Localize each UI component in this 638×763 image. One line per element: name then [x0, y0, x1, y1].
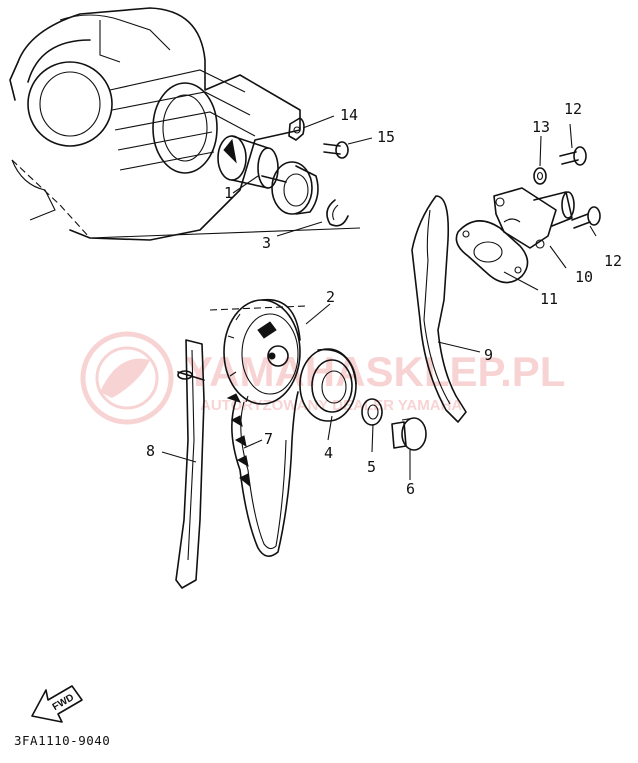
cylinder-head	[9, 7, 301, 241]
cam-sprocket	[223, 298, 301, 405]
callout-3: 3	[262, 234, 271, 252]
bolt-12-top	[559, 146, 587, 166]
chain-guide	[175, 339, 205, 589]
circlip	[326, 199, 349, 227]
camshaft	[217, 135, 319, 215]
washer	[361, 398, 383, 426]
callout-7: 7	[264, 430, 273, 448]
bracket	[288, 117, 305, 141]
watermark-brand: YAMAHASKLEP.PL	[185, 348, 565, 395]
chain-tensioner-guide	[411, 195, 467, 423]
callout-8: 8	[146, 442, 155, 460]
callout-15: 15	[377, 128, 395, 146]
chain-tensioner	[493, 187, 575, 249]
watermark-tagline: AUTORYZOWANY DEALER YAMAHA	[200, 397, 462, 414]
timing-chain	[226, 391, 299, 557]
callout-12-bottom: 12	[604, 252, 622, 270]
watermark-logo	[80, 331, 174, 425]
watermark: YAMAHASKLEP.PL AUTORYZOWANY DEALER YAMAH…	[80, 331, 565, 425]
callout-12-top: 12	[564, 100, 582, 118]
washer-13	[533, 167, 547, 185]
bolt-15	[323, 141, 349, 159]
callout-9: 9	[484, 346, 493, 364]
callout-10: 10	[575, 268, 593, 286]
callout-5: 5	[367, 458, 376, 476]
callout-2: 2	[326, 288, 335, 306]
leader-lines	[89, 115, 597, 480]
gasket	[455, 220, 529, 284]
bolt-12-bottom	[571, 206, 601, 229]
fwd-arrow: FWD	[31, 685, 83, 723]
callout-1: 1	[224, 184, 233, 202]
callout-14: 14	[340, 106, 358, 124]
callout-6: 6	[406, 480, 415, 498]
bolt-6	[391, 417, 427, 451]
diagram-code: 3FA1110-9040	[14, 733, 111, 748]
callout-13: 13	[532, 118, 550, 136]
callouts: 1 2 3 4 5 6 7 8 9 10 11 12 12 13 14 15	[146, 100, 622, 498]
callout-11: 11	[540, 290, 558, 308]
sprocket-gear	[299, 348, 357, 422]
callout-4: 4	[324, 444, 333, 462]
